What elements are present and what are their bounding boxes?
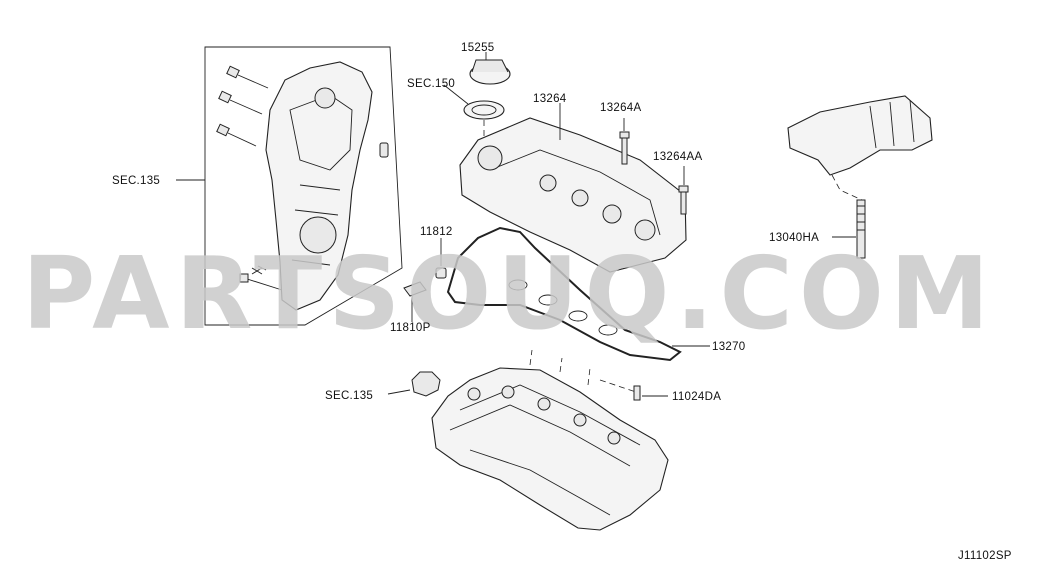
timing-cover-ribs — [291, 184, 341, 266]
timing-cover-seal-hole — [299, 216, 337, 254]
rocker-cover-boss-3 — [602, 204, 622, 224]
rocker-cover-bolt-13264AA[interactable] — [678, 185, 689, 215]
label-13264: 13264 — [533, 93, 567, 105]
rocker-cover-boss-4 — [634, 219, 656, 241]
rocker-cover-boss-2 — [571, 189, 589, 207]
plug-alignment-line — [599, 379, 637, 393]
spark-plug-tube-seals[interactable] — [508, 279, 618, 336]
cam-cap-5 — [607, 431, 621, 445]
cam-cap-3 — [537, 397, 551, 411]
hose-alignment-line — [831, 174, 863, 201]
hose-group — [787, 95, 933, 259]
plug-11024DA[interactable] — [633, 385, 641, 401]
rocker-cover-filler-neck — [477, 145, 503, 171]
sec135-bottom-leader — [387, 389, 411, 395]
label-13264AA: 13264AA — [653, 151, 702, 163]
dowel-pin[interactable] — [379, 142, 389, 158]
front-seal-sec135[interactable] — [411, 371, 441, 397]
timing-cover-bolt-1[interactable] — [226, 65, 269, 89]
cylinder-head[interactable] — [431, 367, 669, 531]
rocker-cover-boss-1 — [539, 174, 557, 192]
timing-cover-boss — [314, 87, 336, 109]
watermark-text: PARTSOUQ.COM — [22, 235, 995, 352]
cam-cap-2 — [501, 385, 515, 399]
label-13040HA: 13040HA — [769, 232, 819, 244]
timing-cover-outline-box — [204, 46, 403, 326]
cam-cap-1 — [467, 387, 481, 401]
breather-hose-ribs — [869, 99, 915, 149]
oil-filler-cap-grip — [471, 59, 509, 73]
pcv-group — [403, 238, 447, 322]
label-11812: 11812 — [420, 226, 453, 238]
gasket-group — [446, 226, 710, 362]
drawing-code: J11102SP — [958, 550, 1012, 562]
timing-cover-bolt-3[interactable] — [216, 123, 257, 147]
rocker-cover-ridge — [489, 149, 661, 236]
cylinder-head-camshaft-lower — [449, 404, 631, 467]
label-13270: 13270 — [712, 341, 745, 353]
rocker-cover-gasket[interactable] — [446, 226, 682, 362]
cylinder-head-group — [387, 349, 669, 531]
label-11024DA: 11024DA — [672, 391, 721, 403]
cylinder-head-deck — [469, 449, 611, 516]
stud-13040HA[interactable] — [856, 199, 866, 259]
oil-filler-seal[interactable] — [463, 100, 505, 120]
rocker-cover-bolt-13264A[interactable] — [619, 131, 630, 165]
pcv-grommet-11812[interactable] — [435, 267, 447, 279]
oil-filler-seal-inner — [471, 104, 497, 116]
cam-cap-4 — [573, 413, 587, 427]
label-sec135-top: SEC.135 — [112, 175, 160, 187]
cylinder-head-camshaft-upper — [459, 384, 641, 446]
breather-hose[interactable] — [787, 95, 933, 176]
timing-cover-group — [176, 46, 403, 326]
label-sec135-bottom: SEC.135 — [325, 390, 373, 402]
label-sec150: SEC.150 — [407, 78, 455, 90]
head-alignment-lines — [529, 349, 591, 386]
label-15255: 15255 — [461, 42, 494, 54]
label-13264A: 13264A — [600, 102, 641, 114]
rocker-cover-group — [459, 103, 689, 273]
oil-filler-cap-group — [443, 52, 511, 150]
sec150-leader — [443, 84, 469, 105]
stud-threads — [857, 205, 865, 231]
timing-cover-bolt-2[interactable] — [218, 90, 263, 115]
pcv-valve-11810P[interactable] — [403, 281, 427, 297]
timing-cover-stud[interactable] — [239, 265, 283, 291]
label-11810P: 11810P — [390, 322, 431, 334]
